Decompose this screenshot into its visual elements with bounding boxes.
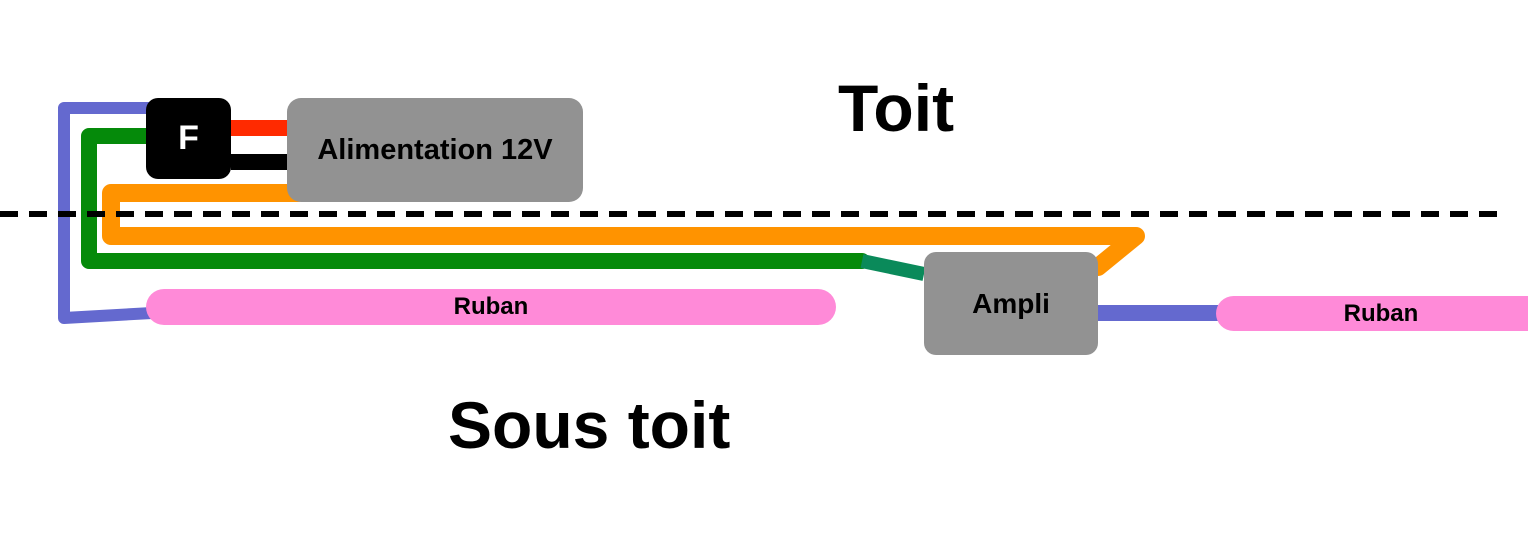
wire-teal-to-amp	[860, 254, 926, 281]
wire-green	[81, 128, 870, 269]
fuse-label: F	[178, 119, 199, 157]
power-supply-box: Alimentation 12V	[287, 98, 583, 202]
led-strip-left: Ruban	[146, 289, 836, 325]
fuse-box: F	[146, 98, 231, 179]
led-strip-left-label: Ruban	[453, 293, 529, 320]
led-strip-right: Ruban	[1216, 296, 1528, 331]
amplifier-box: Ampli	[924, 252, 1098, 355]
led-strip-right-label: Ruban	[1343, 299, 1419, 327]
zone-label-roof: Toit	[838, 71, 955, 145]
wire-orange	[102, 184, 1145, 276]
power-supply-label: Alimentation 12V	[317, 133, 553, 166]
zone-label-under-roof: Sous toit	[448, 388, 731, 462]
amplifier-label: Ampli	[972, 287, 1050, 319]
